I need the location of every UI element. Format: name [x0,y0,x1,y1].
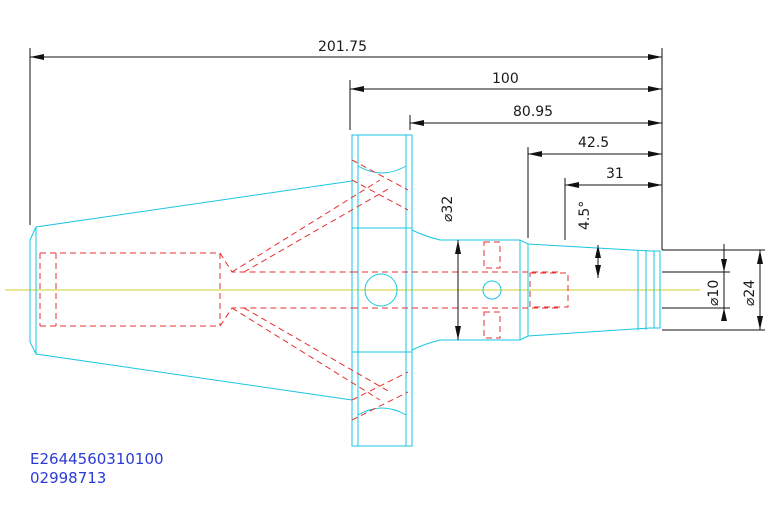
dim-angle: 4.5° [577,201,593,230]
dim-length-42-5: 42.5 [578,135,609,151]
dim-dia-32: ⌀32 [440,196,456,222]
dim-dia-24: ⌀24 [742,280,758,306]
dim-length-31: 31 [606,166,624,182]
dim-dia-10: ⌀10 [706,280,722,306]
part-code: E2644560310100 [30,450,164,468]
dim-length-100: 100 [492,71,519,87]
dim-overall-length: 201.75 [318,39,367,55]
holder-outline [29,134,661,447]
part-number: 02998713 [30,469,107,487]
dimension-lines [29,48,765,340]
dim-length-80-95: 80.95 [513,104,553,120]
hidden-lines [39,159,569,421]
